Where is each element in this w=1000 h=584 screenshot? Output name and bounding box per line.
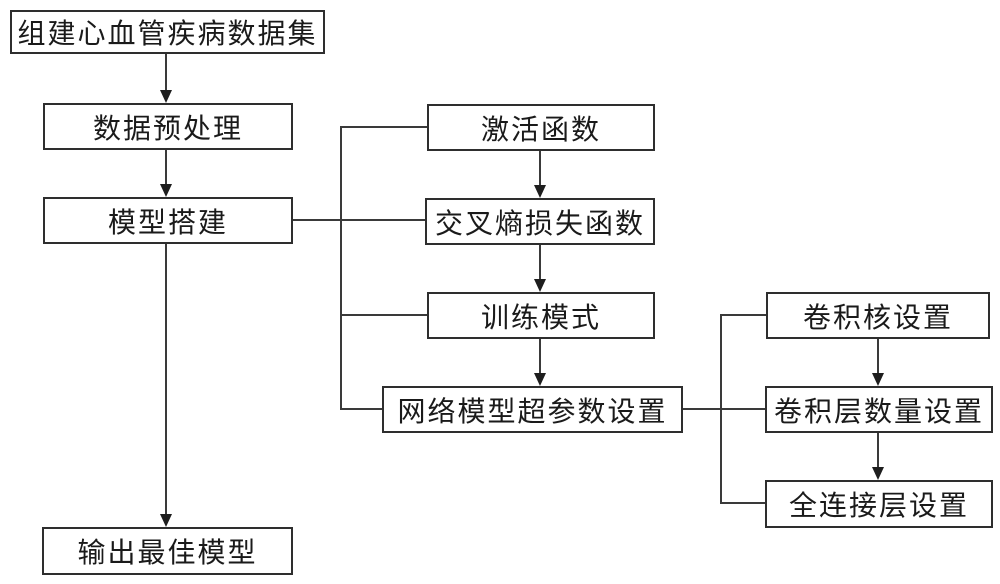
arrowhead-down-icon [160,514,172,527]
node-cross-entropy-loss: 交叉熵损失函数 [425,198,655,245]
branch-trunk-right [720,314,722,504]
edge-train-mode-to-hyperparams [539,339,541,373]
edge-model-build-to-output-model [165,244,167,514]
arrowhead-down-icon [534,373,546,386]
arrowhead-down-icon [534,279,546,292]
arrowhead-down-icon [160,90,172,103]
edge-trunk-to-hyperparams [340,408,382,410]
edge-model-build-to-trunk [293,219,425,221]
node-hyperparameter-settings: 网络模型超参数设置 [382,386,683,433]
edge-conv-kernel-to-conv-layers [877,339,879,373]
node-build-dataset: 组建心血管疾病数据集 [10,10,325,54]
arrowhead-down-icon [160,184,172,197]
node-preprocess: 数据预处理 [43,103,293,150]
branch-trunk-middle [340,126,342,410]
arrowhead-down-icon [534,185,546,198]
edge-trunk-to-train-mode [340,314,427,316]
edge-trunk-to-conv-kernel [720,314,766,316]
node-train-mode: 训练模式 [427,292,655,339]
edge-trunk-to-activation [340,126,427,128]
node-fc-layer: 全连接层设置 [765,480,993,528]
node-output-model: 输出最佳模型 [42,527,293,575]
arrowhead-down-icon [872,467,884,480]
edge-hyperparams-to-trunk [683,408,766,410]
edge-preprocess-to-model-build [165,150,167,184]
edge-activation-to-cross-entropy [539,151,541,185]
node-model-build: 模型搭建 [43,197,293,244]
arrowhead-down-icon [872,373,884,386]
node-conv-kernel: 卷积核设置 [766,292,990,339]
node-activation: 激活函数 [427,104,655,151]
edge-build-dataset-to-preprocess [165,54,167,90]
node-conv-layers: 卷积层数量设置 [765,386,993,433]
edge-trunk-to-fc-layer [720,502,766,504]
edge-cross-entropy-to-train-mode [539,245,541,279]
edge-conv-layers-to-fc-layer [877,433,879,467]
